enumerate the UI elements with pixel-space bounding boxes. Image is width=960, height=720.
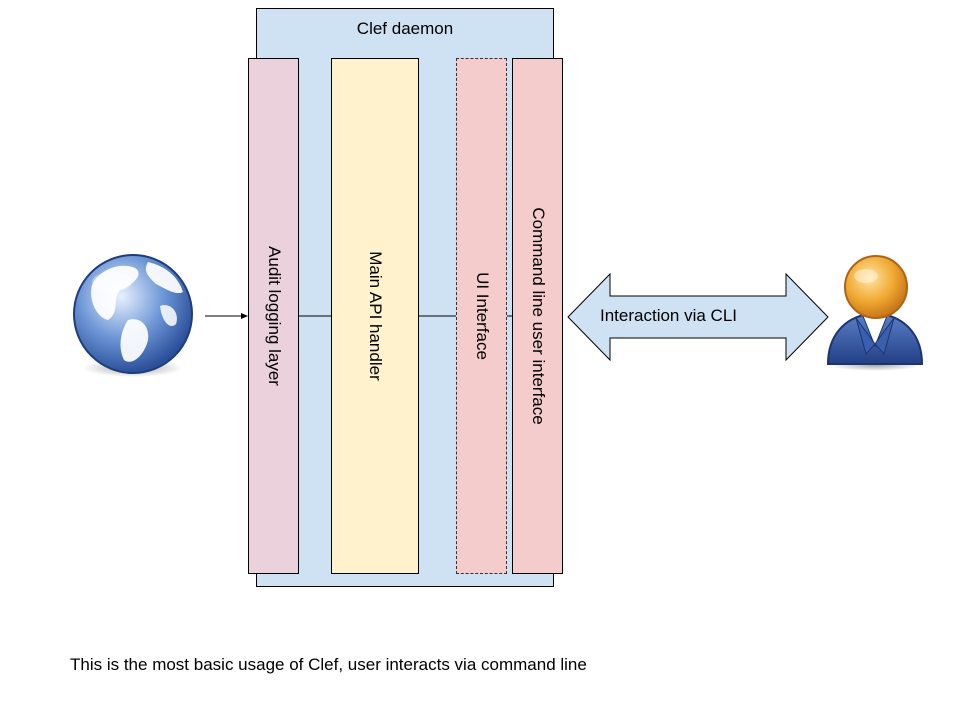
diagram-caption: This is the most basic usage of Clef, us… [70, 655, 587, 674]
cli-interface-layer: Command line user interface [512, 58, 563, 574]
interaction-double-arrow [567, 272, 829, 362]
user-icon [826, 255, 924, 371]
request-connector [205, 313, 512, 319]
audit-logging-layer: Audit logging layer [248, 58, 299, 574]
globe-icon [73, 254, 193, 377]
interaction-label: Interaction via CLI [600, 306, 738, 325]
main-api-handler: Main API handler [331, 58, 419, 574]
daemon-title: Clef daemon [356, 19, 454, 38]
ui-interface-layer: UI Interface [456, 58, 507, 574]
